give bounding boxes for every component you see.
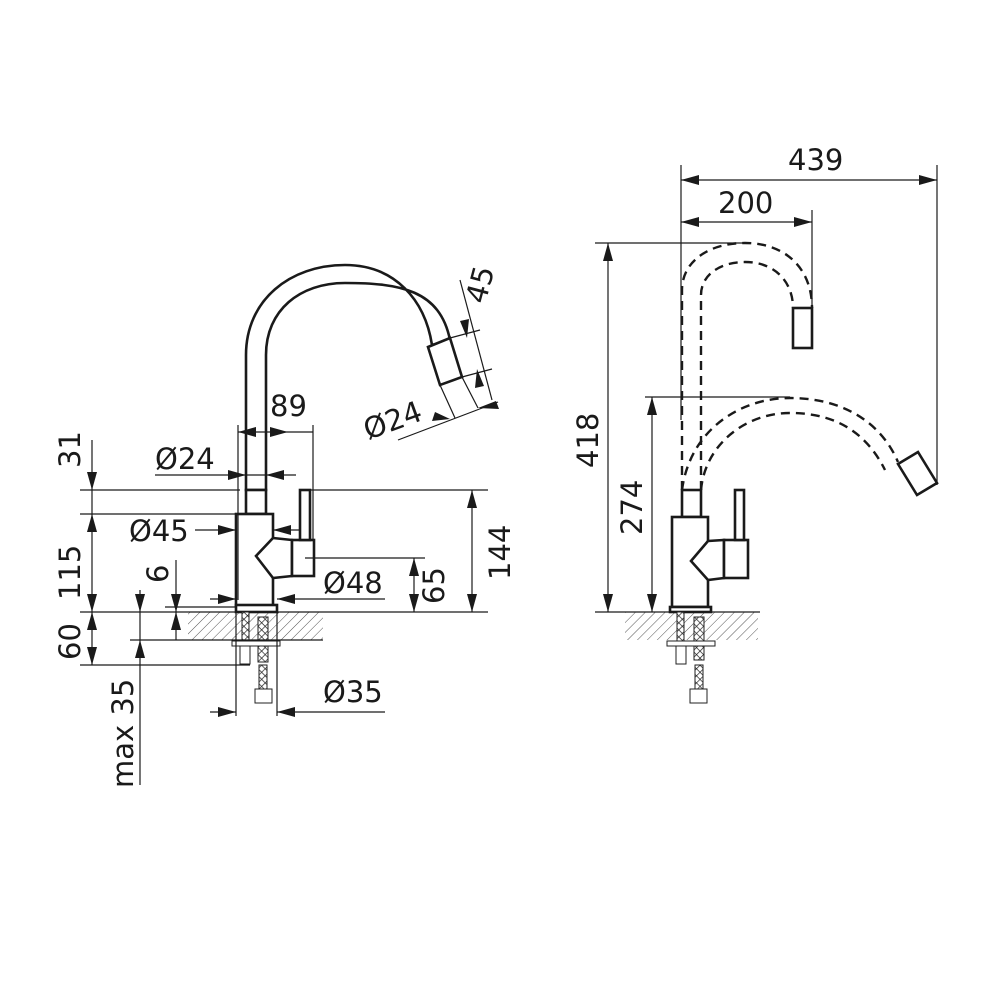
worktop-hatch [188, 612, 323, 640]
dim-max-thickness: max 35 [106, 679, 140, 788]
spout-swung-inner [699, 411, 887, 491]
dim-total-body-height: 144 [483, 525, 517, 580]
supply-hose [693, 616, 705, 661]
handle-block [722, 538, 750, 580]
spout-collar [680, 488, 703, 519]
dim-nozzle-diameter: Ø24 [359, 394, 427, 446]
spout [244, 263, 452, 492]
handle-cone [689, 538, 726, 582]
dim-body-height: 115 [53, 545, 87, 600]
dim-base-diameter: Ø48 [323, 566, 383, 600]
dim-handle-height: 65 [417, 567, 451, 604]
nozzle-upright [791, 306, 814, 350]
handle-cone [254, 536, 294, 580]
nozzle [426, 336, 464, 387]
nut [675, 645, 687, 665]
dim-spout-reach: 89 [270, 389, 307, 423]
base-plate [234, 603, 279, 614]
spout-upright-inner [699, 260, 795, 490]
dim-max-reach: 439 [788, 143, 843, 177]
dim-body-diameter: Ø45 [129, 514, 189, 548]
dimension-lines [80, 279, 499, 785]
supply-hose-lower [694, 664, 704, 690]
supply-hose-lower [258, 664, 268, 690]
dim-spout-diameter: Ø24 [155, 442, 215, 476]
base-plate [668, 605, 713, 614]
handle-lever [733, 488, 746, 542]
dim-min-reach: 200 [718, 186, 773, 220]
swivel-view: 439 200 418 274 [571, 143, 939, 704]
spout-swung-outer [680, 396, 900, 491]
dim-gap: 6 [141, 565, 175, 583]
mounting-plate [231, 640, 281, 647]
dim-nozzle-length: 45 [459, 262, 501, 306]
dim-max-height: 418 [571, 413, 605, 468]
worktop-hatch [625, 612, 758, 640]
dim-below-worktop: 60 [53, 623, 87, 660]
nozzle-swung [896, 450, 939, 497]
handle-lever [298, 488, 312, 542]
mounting-plate [666, 640, 716, 647]
spout-collar [244, 488, 268, 516]
hose-connector [254, 688, 273, 704]
side-view: 89 Ø24 Ø45 Ø48 Ø35 31 115 60 max 35 6 65… [53, 262, 517, 788]
hose-connector [689, 688, 708, 704]
dim-collar-height: 31 [53, 431, 87, 468]
dimension-lines [595, 165, 938, 612]
nut [239, 645, 251, 665]
dim-hole-diameter: Ø35 [323, 675, 383, 709]
dim-low-height: 274 [615, 480, 649, 535]
